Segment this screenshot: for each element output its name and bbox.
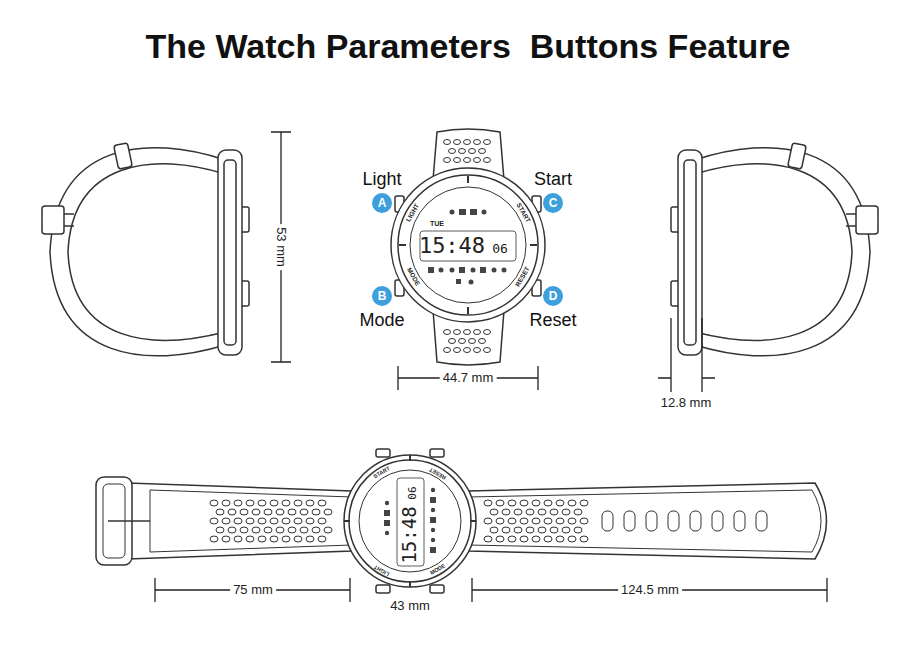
button-callout: StartC: [534, 168, 572, 213]
button-callout: B Mode: [359, 286, 404, 331]
face-marking: TUE: [430, 220, 444, 227]
display-digits: 15:48: [400, 506, 420, 563]
display-digits: 06: [407, 486, 419, 499]
callout-letter: C: [543, 193, 563, 213]
dimension: 12.8 mm: [661, 396, 712, 410]
dimension-lines: [155, 132, 827, 602]
front-watch: [391, 129, 545, 365]
title: The Watch Parameters Buttons Feature: [146, 28, 791, 65]
button-name: Mode: [359, 309, 404, 331]
display-digits: 06: [492, 242, 508, 256]
button-callout: LightA: [362, 168, 401, 213]
dimension: 43 mm: [387, 599, 433, 613]
dimension: 53 mm: [274, 224, 288, 270]
display-digits: 15:48: [419, 234, 485, 257]
button-name: Light: [362, 168, 401, 190]
callout-letter: A: [372, 193, 392, 213]
callout-letter: D: [543, 286, 563, 306]
button-name: Reset: [529, 309, 576, 331]
callout-letter: B: [372, 286, 392, 306]
button-name: Start: [534, 168, 572, 190]
button-callout: D Reset: [529, 286, 576, 331]
side-view: [42, 143, 249, 356]
dimension: 75 mm: [230, 583, 276, 597]
dimension: 124.5 mm: [618, 583, 682, 597]
strap-view: [96, 449, 827, 593]
dimension: 44.7 mm: [440, 371, 497, 385]
